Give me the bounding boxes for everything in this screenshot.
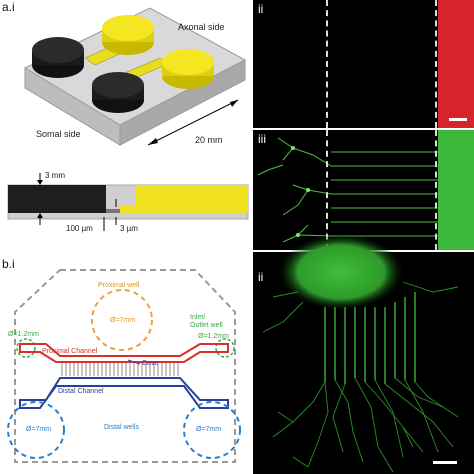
distal-left-diameter: Ø=7mm: [26, 426, 52, 433]
distal-right-diameter: Ø=7mm: [196, 426, 222, 433]
proximal-channel-label: Proximal Channel: [42, 348, 98, 355]
scale-bar: [449, 118, 467, 121]
panel-label-a-i: a.i: [2, 0, 15, 14]
red-fluorescence-region: [438, 0, 474, 128]
neurite-traces: [257, 137, 438, 243]
scale-bar: [433, 461, 457, 464]
cave-label: Cave: [142, 360, 159, 367]
neuron-fluorescence-image: [262, 234, 459, 473]
somal-side-label: Somal side: [36, 129, 81, 139]
panel-a-iii: iii: [253, 130, 474, 250]
axonal-well-top: [102, 15, 154, 55]
distal-wells-label: Distal wells: [104, 424, 140, 431]
green-fluorescence-region: [438, 130, 474, 250]
width-dimension-label: 20 mm: [195, 135, 223, 145]
dashed-line-left: [326, 130, 328, 250]
panel-a-ii: ii: [253, 0, 474, 128]
panel-label-b-ii: ii: [258, 270, 264, 284]
panel-b-i: b.i: [0, 252, 251, 474]
somal-well-bottom: [92, 72, 144, 113]
channel-width-label: 100 µm: [66, 224, 93, 233]
height-dimension-label: 3 mm: [45, 171, 65, 180]
dashed-line-right: [435, 0, 437, 128]
axonal-well-bottom: [162, 49, 214, 89]
panel-b-ii: ii: [253, 234, 474, 474]
chip-cross-section: [7, 173, 249, 231]
distal-channel-label: Distal Channel: [58, 388, 104, 395]
device-schematic: [7, 269, 241, 463]
panel-label-a-ii: ii: [258, 2, 264, 16]
dashed-line-left: [326, 0, 328, 128]
proximal-well-diameter: Ø=7mm: [110, 317, 136, 324]
axonal-side-label: Axonal side: [178, 22, 225, 32]
inlet-left-diameter: Ø=1.2mm: [8, 331, 39, 338]
inlet-right-diameter: Ø=1.2mm: [198, 333, 229, 340]
panel-label-b-i: b.i: [2, 257, 15, 271]
proximal-well-label: Proximal well: [98, 282, 140, 289]
panel-label-a-iii: iii: [258, 132, 266, 146]
inlet-outlet-well-label: Inlet/ Outlet well: [190, 314, 223, 329]
chip-3d-diagram: [23, 7, 247, 146]
channel-height-label: 3 µm: [120, 224, 138, 233]
panel-a-i: a.i: [0, 0, 251, 250]
somal-well-top: [32, 37, 84, 78]
dashed-line-right: [435, 130, 437, 250]
